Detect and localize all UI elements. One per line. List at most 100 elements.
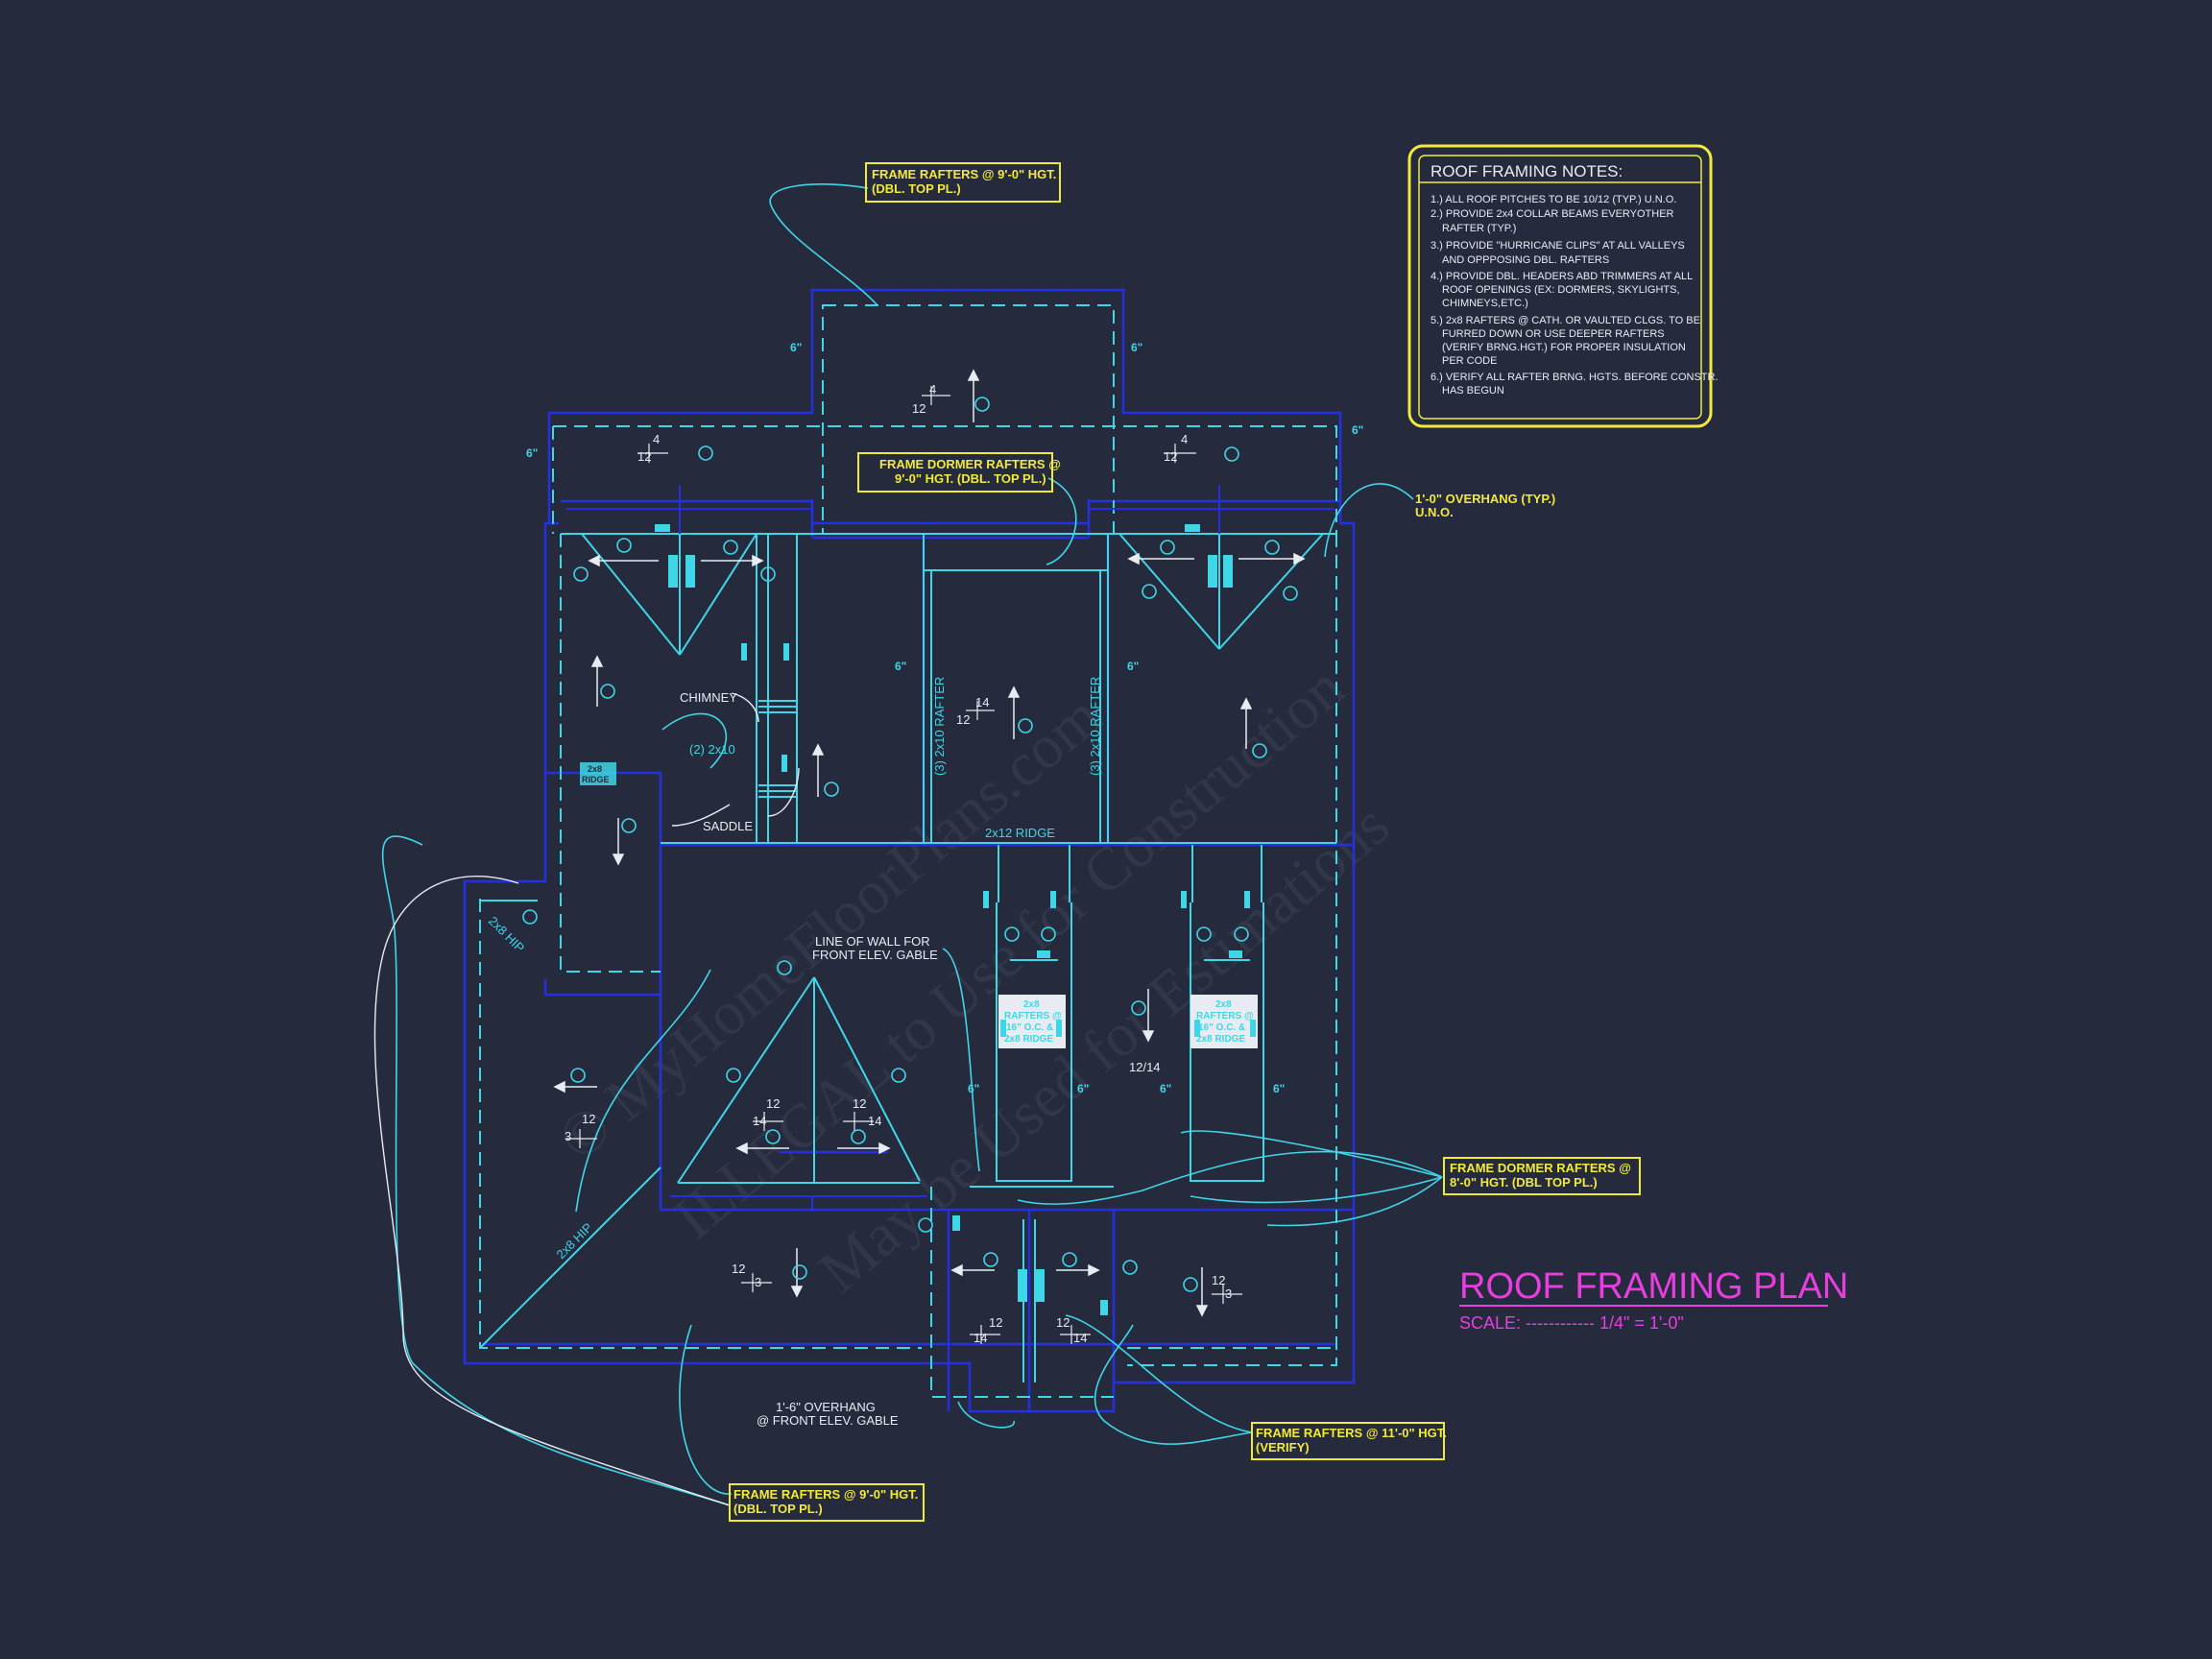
ridge-markers [655, 524, 1256, 1315]
note-line: 3.) PROVIDE "HURRICANE CLIPS" AT ALL VAL… [1431, 240, 1685, 252]
pitch-run: 12 [766, 1096, 780, 1111]
pitch-rise: 14 [868, 1114, 881, 1128]
note-line: PER CODE [1442, 355, 1497, 367]
title-block: ROOF FRAMING PLAN SCALE: ------------ 1/… [1459, 1266, 1848, 1333]
pitch-rise: 14 [975, 695, 989, 709]
pitch-numbers: 12 3 4 12 4 12 4 12 14 12 14 12 14 12 3 … [565, 382, 1232, 1345]
overhang-mark: 6" [790, 341, 802, 354]
callout-text: FRAME RAFTERS @ 11'-0" HGT. [1256, 1426, 1447, 1440]
pitch-run: 12 [732, 1262, 745, 1276]
note-line: HAS BEGUN [1442, 385, 1504, 397]
pitch-run: 12 [637, 449, 651, 464]
rafter-label-left: (3) 2x10 RAFTER [932, 677, 947, 776]
dormer-tag-text: 2x8 RIDGE [1196, 1034, 1245, 1045]
note-line: 4.) PROVIDE DBL. HEADERS ABD TRIMMERS AT… [1431, 271, 1693, 282]
ridge-tag: 2x8 RIDGE [580, 762, 616, 785]
note-line: 1.) ALL ROOF PITCHES TO BE 10/12 (TYP.) … [1431, 194, 1676, 205]
overhang-mark: 6" [1127, 660, 1139, 673]
leader-lines [381, 183, 1443, 1506]
saddle-label: SADDLE [703, 819, 753, 833]
detail-circles [522, 397, 1298, 1292]
overhang-mark: 6" [968, 1082, 979, 1095]
interior-walls [566, 485, 1334, 1212]
callout-dormer-top: FRAME DORMER RAFTERS @ 9'-0" HGT. (DBL. … [857, 452, 1061, 493]
notes-inner-border [1418, 155, 1702, 420]
note-line: ROOF OPENINGS (EX: DORMERS, SKYLIGHTS, [1442, 284, 1680, 296]
hip-label-lower: 2x8 HIP [554, 1220, 595, 1262]
pitch-run: 12 [1212, 1273, 1225, 1287]
drawing-scale: SCALE: ------------ 1/4" = 1'-0" [1459, 1313, 1684, 1333]
overhang-mark: 6" [1352, 423, 1363, 437]
pitch-marks [566, 386, 1242, 1344]
overhang-mark: 6" [1077, 1082, 1089, 1095]
ridge-tag-text: RIDGE [582, 775, 610, 784]
pitch-rise: 14 [974, 1331, 987, 1345]
leader-lines-white [373, 692, 800, 1506]
overhang-mark: 6" [1273, 1082, 1285, 1095]
callout-top-rafters: FRAME RAFTERS @ 9'-0" HGT. (DBL. TOP PL.… [865, 162, 1061, 203]
callout-text: FRAME DORMER RAFTERS @ [1450, 1161, 1631, 1175]
dormer-tag-left: 2x8 RAFTERS @ 16" O.C. & 2x8 RIDGE [998, 995, 1066, 1048]
header-label: (2) 2x10 [689, 742, 735, 757]
pitch-run: 12 [582, 1112, 595, 1126]
note-line: 2.) PROVIDE 2x4 COLLAR BEAMS EVERYOTHER [1431, 208, 1674, 220]
note-line: FURRED DOWN OR USE DEEPER RAFTERS [1442, 328, 1665, 340]
callout-text: 9'-0" HGT. (DBL. TOP PL.) [895, 471, 1046, 486]
dormer-tag-text: 2x8 [1023, 999, 1040, 1010]
notes-outer-border [1407, 144, 1713, 428]
pitch-rise: 3 [565, 1129, 571, 1143]
note-line: RAFTER (TYP.) [1442, 223, 1516, 234]
note-line: (VERIFY BRNG.HGT.) FOR PROPER INSULATION [1442, 342, 1686, 353]
note-line: AND OPPPOSING DBL. RAFTERS [1442, 254, 1609, 266]
callout-rafters-11: FRAME RAFTERS @ 11'-0" HGT. (VERIFY) [1251, 1422, 1447, 1460]
pitch-run: 12 [989, 1315, 1002, 1330]
callout-text: FRAME DORMER RAFTERS @ [879, 457, 1061, 471]
hip-label-upper: 2x8 HIP [486, 914, 527, 955]
drawing-title: ROOF FRAMING PLAN [1459, 1266, 1848, 1307]
callout-text: U.N.O. [1415, 505, 1454, 519]
overhang-mark: 6" [1131, 341, 1142, 354]
callout-text: FRAME RAFTERS @ 9'-0" HGT. [733, 1487, 918, 1502]
chimney-label: CHIMNEY [680, 690, 737, 705]
note-line: 6.) VERIFY ALL RAFTER BRNG. HGTS. BEFORE… [1431, 372, 1719, 383]
pitch-run: 12 [1164, 449, 1177, 464]
roof-edges [479, 304, 1337, 1398]
dormer-tag-text: 16" O.C. & [1006, 1022, 1053, 1033]
line-of-wall-label: FRONT ELEV. GABLE [812, 948, 938, 962]
callout-dormer-right: FRAME DORMER RAFTERS @ 8'-0" HGT. (DBL T… [1443, 1157, 1641, 1195]
ridge-label: 2x12 RIDGE [985, 826, 1055, 840]
rafter-label-right: (3) 2x10 RAFTER [1088, 677, 1102, 776]
overhang-markers: 6" 6" 6" 6" 6" 6" 6" 6" 6" 6" [526, 341, 1363, 1095]
line-of-wall-label: LINE OF WALL FOR [815, 934, 930, 949]
overhang-mark: 6" [526, 446, 538, 460]
callout-overhang-typ: 1'-0" OVERHANG (TYP.) U.N.O. [1415, 492, 1555, 519]
pitch-rise: 14 [753, 1114, 766, 1128]
callout-text: (VERIFY) [1256, 1440, 1310, 1455]
dormer-tag-text: RAFTERS @ [1004, 1011, 1062, 1022]
ridge-tag-text: 2x8 [588, 764, 602, 774]
callout-text: 1'-0" OVERHANG (TYP.) [1415, 492, 1555, 506]
pitch-run: 12 [1056, 1315, 1070, 1330]
note-line: 5.) 2x8 RAFTERS @ CATH. OR VAULTED CLGS.… [1431, 315, 1700, 326]
callout-text: 8'-0" HGT. (DBL TOP PL.) [1450, 1175, 1598, 1190]
pitch-rise: 4 [1181, 432, 1188, 446]
dormer-tag-right: 2x8 RAFTERS @ 16" O.C. & 2x8 RIDGE [1190, 995, 1258, 1048]
pitch-label: 12/14 [1129, 1060, 1161, 1074]
callout-text: FRAME RAFTERS @ 9'-0" HGT. [872, 167, 1056, 181]
pitch-rise: 4 [929, 382, 936, 397]
dormer-tag-text: 2x8 [1215, 999, 1232, 1010]
overhang-front-label: @ FRONT ELEV. GABLE [757, 1413, 899, 1428]
dormer-tag-text: 16" O.C. & [1198, 1022, 1245, 1033]
callout-text: (DBL. TOP PL.) [733, 1502, 823, 1516]
pitch-run: 12 [912, 401, 926, 416]
roof-framing-notes: ROOF FRAMING NOTES: 1.) ALL ROOF PITCHES… [1407, 144, 1719, 428]
pitch-run: 12 [956, 712, 970, 727]
pitch-rise: 14 [1073, 1331, 1087, 1345]
notes-title: ROOF FRAMING NOTES: [1431, 162, 1623, 180]
callout-bottom-rafters: FRAME RAFTERS @ 9'-0" HGT. (DBL. TOP PL.… [729, 1483, 925, 1522]
pitch-run: 12 [853, 1096, 866, 1111]
overhang-mark: 6" [1160, 1082, 1171, 1095]
wall-outline [463, 288, 1356, 1413]
pitch-rise: 4 [653, 432, 660, 446]
